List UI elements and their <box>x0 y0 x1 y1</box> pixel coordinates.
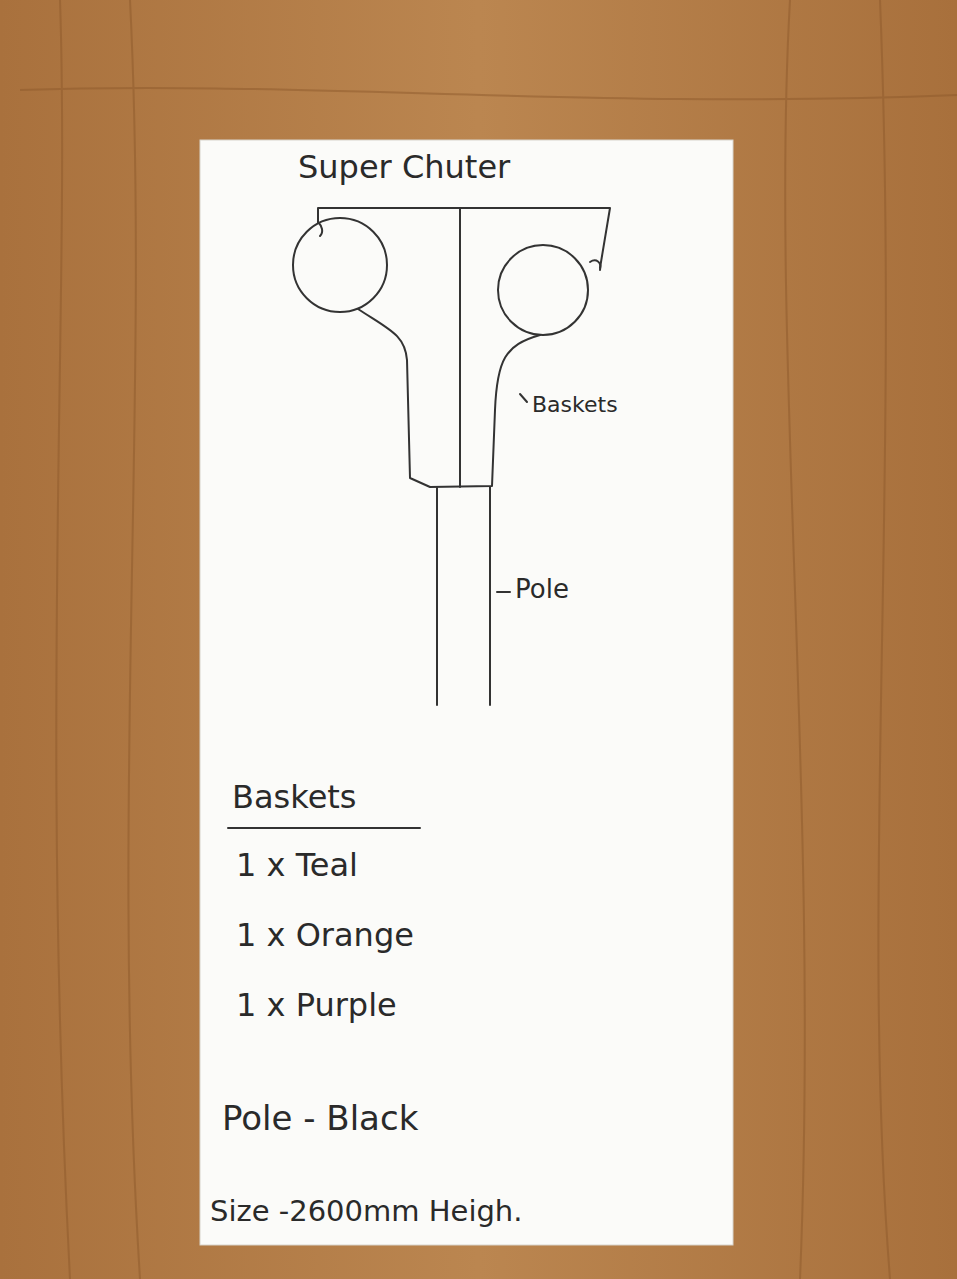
list-heading: Baskets <box>232 780 357 815</box>
chuter-drawing <box>228 208 610 828</box>
sketch-title: Super Chuter <box>298 150 510 185</box>
top-bar <box>318 208 610 268</box>
list-item: 1 x Teal <box>236 848 358 883</box>
leader-line <box>497 591 510 593</box>
hook <box>590 260 600 270</box>
pole-note: Pole - Black <box>222 1100 418 1137</box>
pole-line <box>436 488 438 705</box>
basket-body <box>358 309 540 487</box>
basket-circle <box>293 218 387 312</box>
list-item: 1 x Orange <box>236 918 414 953</box>
callout-label: Pole <box>515 575 569 604</box>
size-note: Size -2600mm Heigh. <box>210 1196 522 1228</box>
leader-line <box>520 394 527 402</box>
pole-line <box>489 487 491 705</box>
callout-label: Baskets <box>532 393 618 417</box>
basket-circle <box>498 245 588 335</box>
wood-grain <box>20 0 957 1279</box>
list-item: 1 x Purple <box>236 988 397 1023</box>
paper-sheet <box>200 140 733 1245</box>
center-line <box>459 208 461 487</box>
heading-underline <box>228 827 420 829</box>
